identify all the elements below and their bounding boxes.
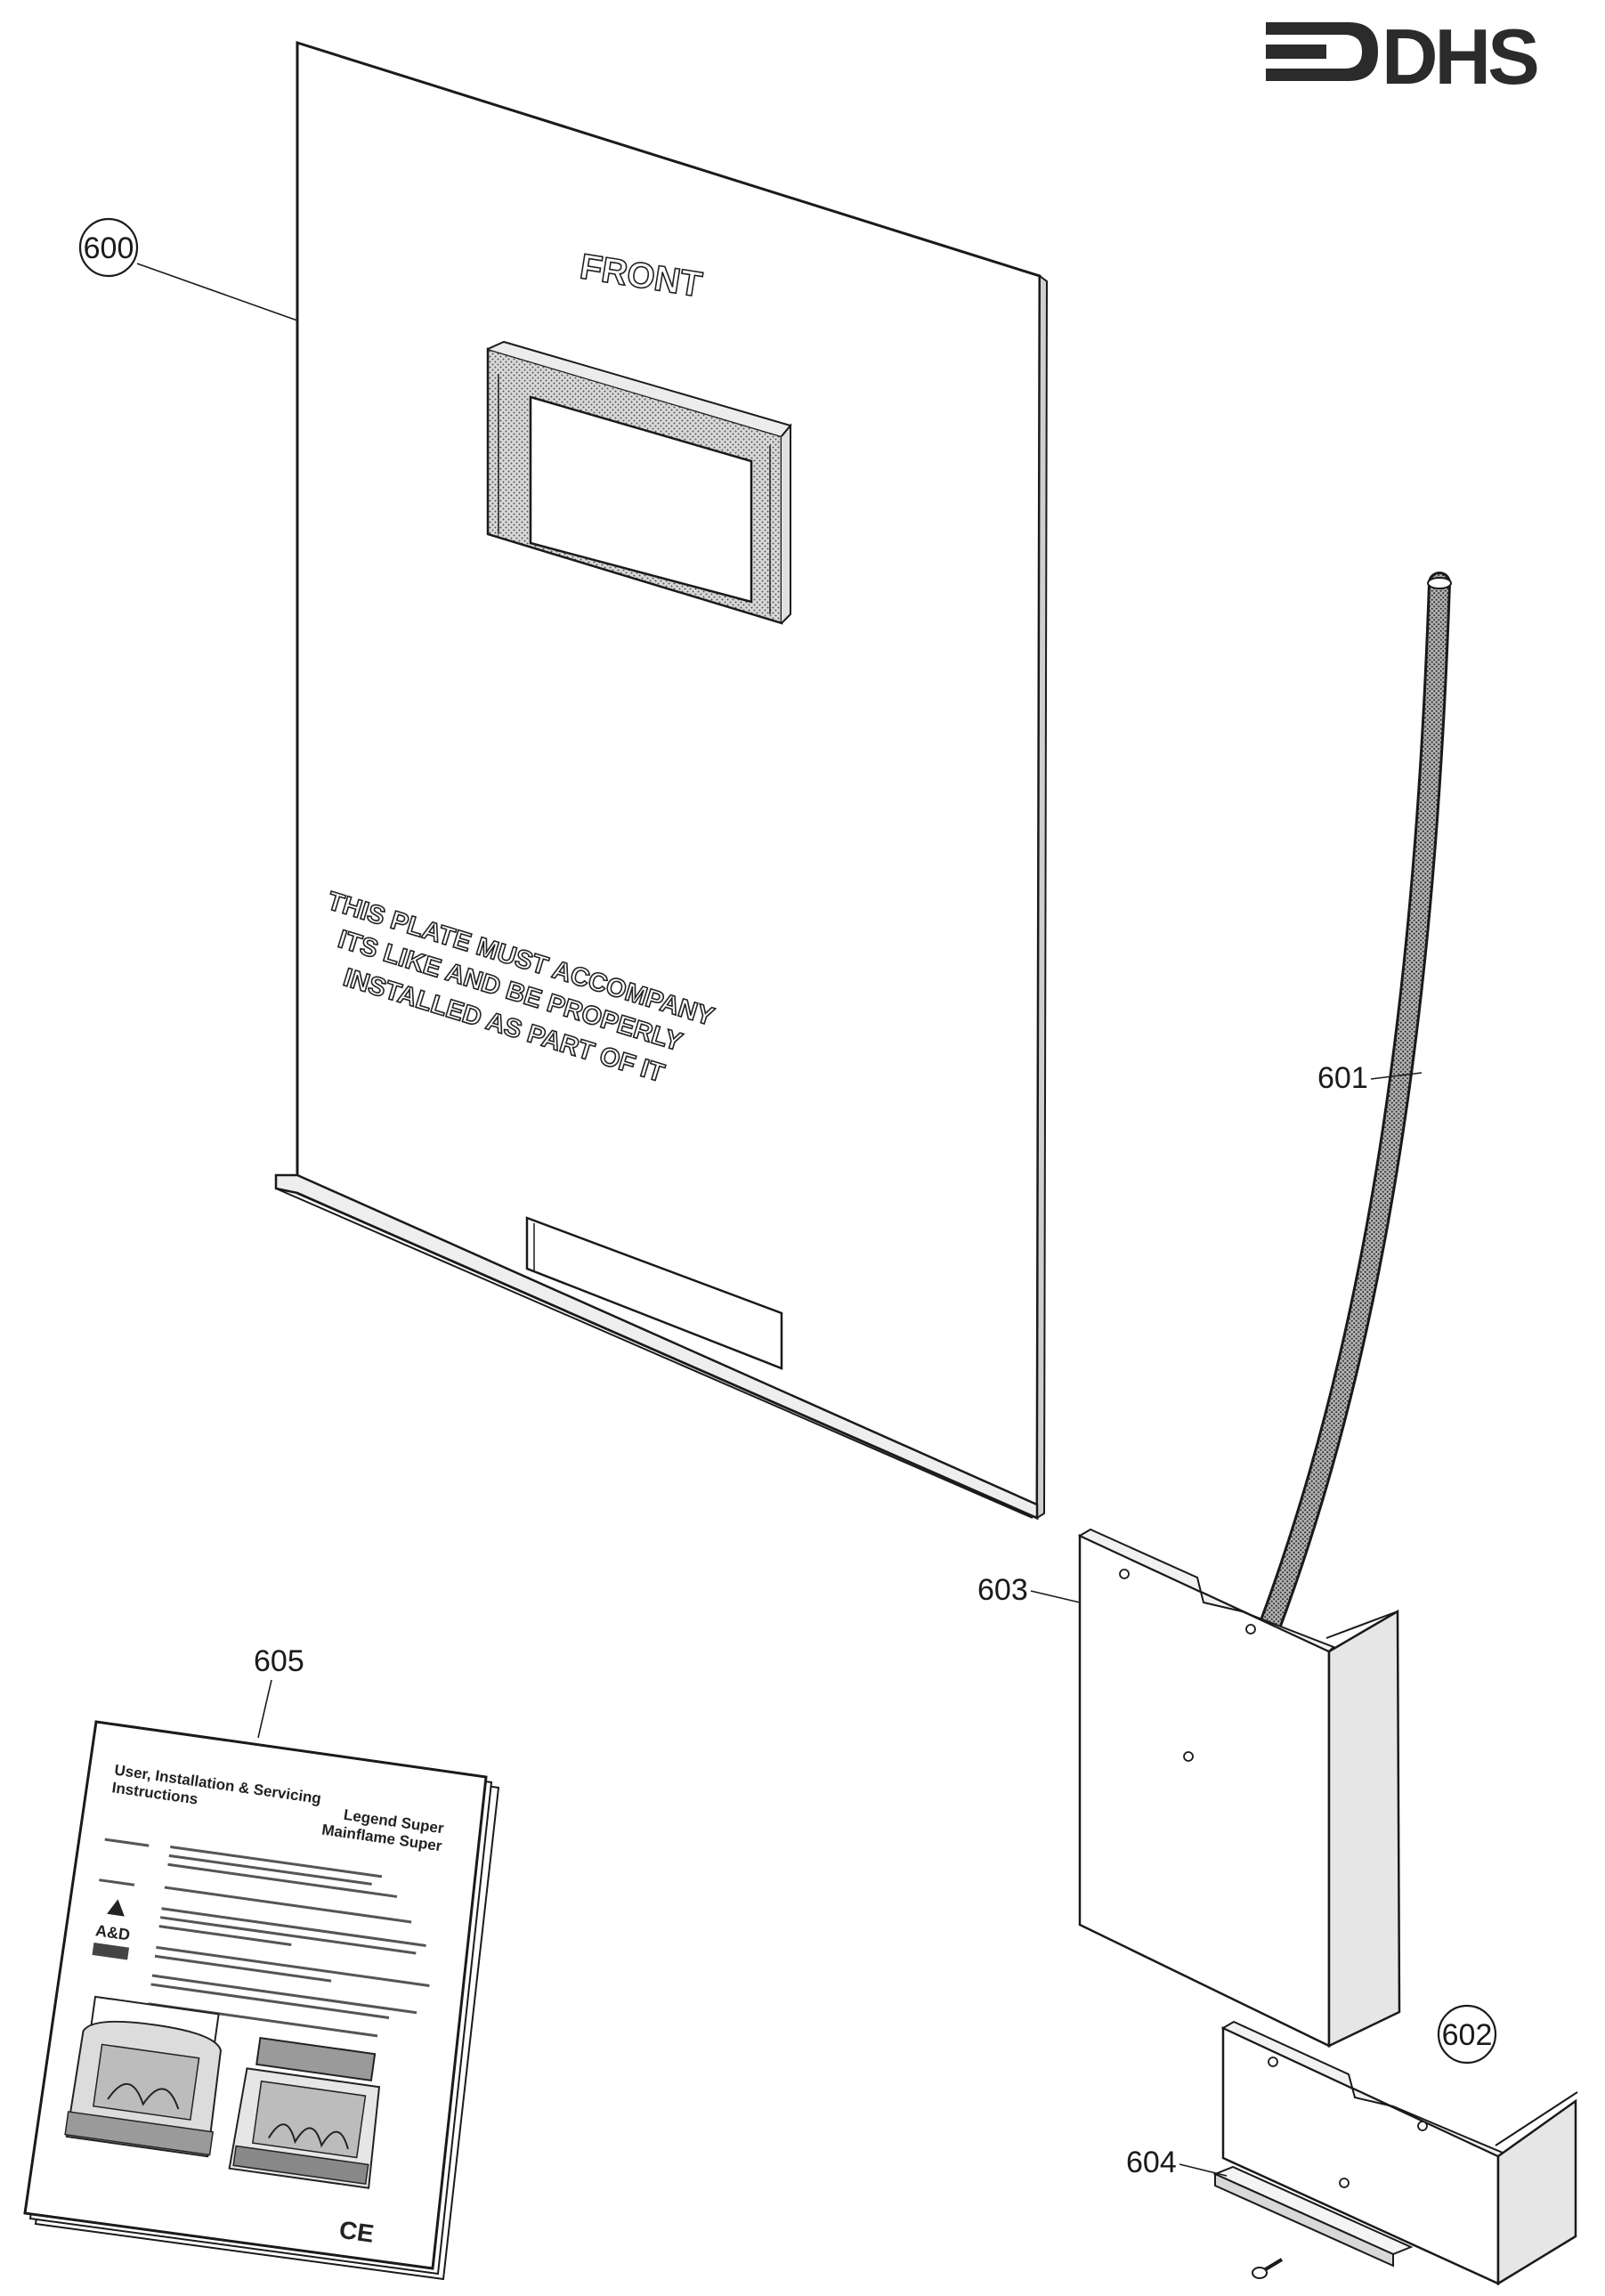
callout-603: 603: [977, 1573, 1081, 1607]
callout-604: 604: [1126, 2146, 1228, 2179]
manual-fire-illustration-left: [64, 1995, 223, 2158]
callout-600-number: 600: [84, 231, 134, 265]
part-603-corner-bracket: [1077, 1528, 1401, 2048]
dhs-logo-arrow-icon: [1266, 22, 1378, 81]
callout-605-number: 605: [254, 1644, 304, 1678]
part-600-back-plate: FRONT THIS PLATE MUST ACCOMPANY ITS LIKE…: [274, 40, 1049, 1521]
part-602-corner-bracket: [1220, 2020, 1578, 2286]
callout-602-number: 602: [1442, 2018, 1493, 2052]
dhs-logo: DHS: [1255, 7, 1595, 101]
plate-bottom-slot: [525, 1216, 783, 1370]
callout-601-number: 601: [1317, 1061, 1368, 1095]
part-604-fixing-strip: [1212, 2165, 1414, 2279]
manual-fire-illustration-right: [228, 2036, 381, 2189]
callout-604-number: 604: [1126, 2146, 1177, 2179]
screw-icon: [1252, 2258, 1284, 2279]
manual-ce-mark: CE: [337, 2216, 376, 2248]
callout-605: 605: [254, 1644, 304, 1739]
callout-602: 602: [1437, 2004, 1497, 2065]
callout-603-number: 603: [977, 1573, 1028, 1607]
callout-601: 601: [1317, 1061, 1423, 1095]
plate-window-frame: [486, 340, 792, 625]
dhs-logo-text: DHS: [1382, 12, 1537, 101]
part-601-seal-strip: [1201, 572, 1452, 1774]
manual-fine-print: [99, 1838, 430, 2038]
part-605-instruction-manual: User, Installation & Servicing Instructi…: [23, 1720, 500, 2281]
callout-600: 600: [78, 217, 298, 321]
